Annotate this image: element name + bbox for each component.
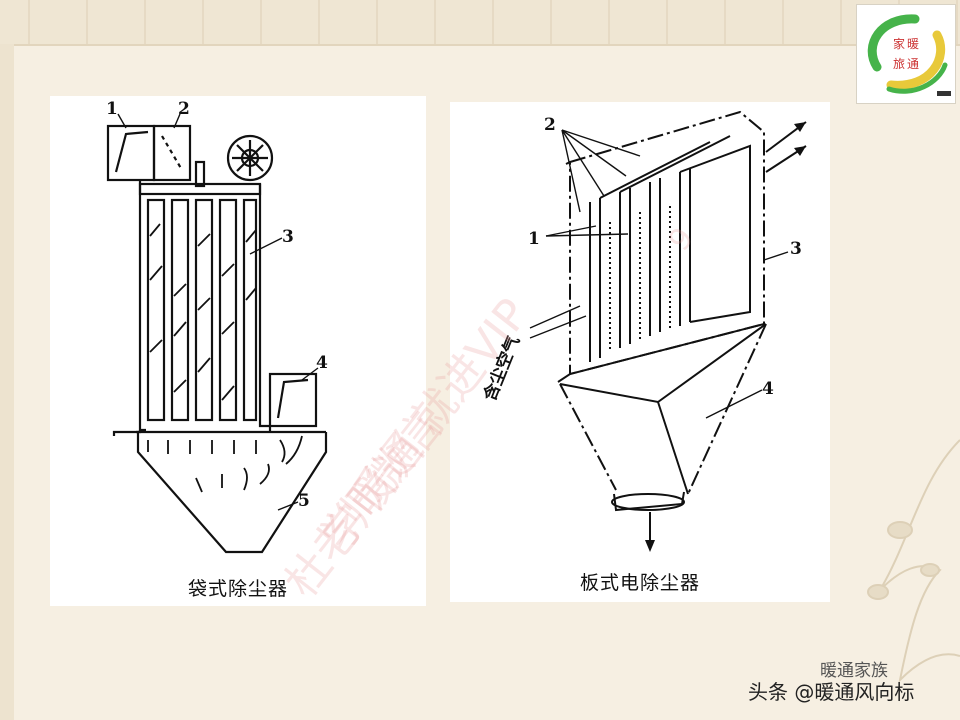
- decorative-branch: [867, 439, 960, 684]
- decorative-border-top: [0, 0, 960, 46]
- label-4: 4: [316, 353, 328, 373]
- label-4: 4: [762, 379, 774, 399]
- plate-esp-diagram-panel: 2 1 3 4 含尘空气 板式电除尘器: [450, 102, 830, 602]
- brand-logo: 家暖 旅通: [856, 4, 956, 104]
- label-3: 3: [790, 239, 802, 259]
- fan-housing: [226, 134, 274, 182]
- label-3: 3: [282, 227, 294, 247]
- label-5: 5: [298, 491, 310, 511]
- label-2: 2: [178, 99, 190, 119]
- label-1: 1: [106, 99, 118, 119]
- component-4-box: [268, 372, 318, 428]
- footer-attribution: 头条 @暖通风向标: [748, 680, 915, 704]
- decorative-border-left: [0, 44, 14, 720]
- logo-text-line2: 旅通: [893, 57, 922, 71]
- bag-filter-diagram: 1 2 3 4 5: [106, 99, 328, 554]
- component-2-box: [152, 124, 192, 182]
- bag-filter-diagram-panel: 1 2 3 4 5 袋式除尘器: [50, 96, 426, 606]
- bag-filter-caption: 袋式除尘器: [187, 578, 288, 600]
- label-2: 2: [544, 115, 556, 135]
- logo-text-line1: 家暖: [893, 37, 922, 51]
- plate-esp-caption: 板式电除尘器: [579, 572, 700, 594]
- footer-source-mark: 暖通家族: [820, 661, 888, 681]
- label-1: 1: [528, 229, 540, 249]
- plate-esp-diagram: 2 1 3 4 含尘空气: [479, 110, 807, 552]
